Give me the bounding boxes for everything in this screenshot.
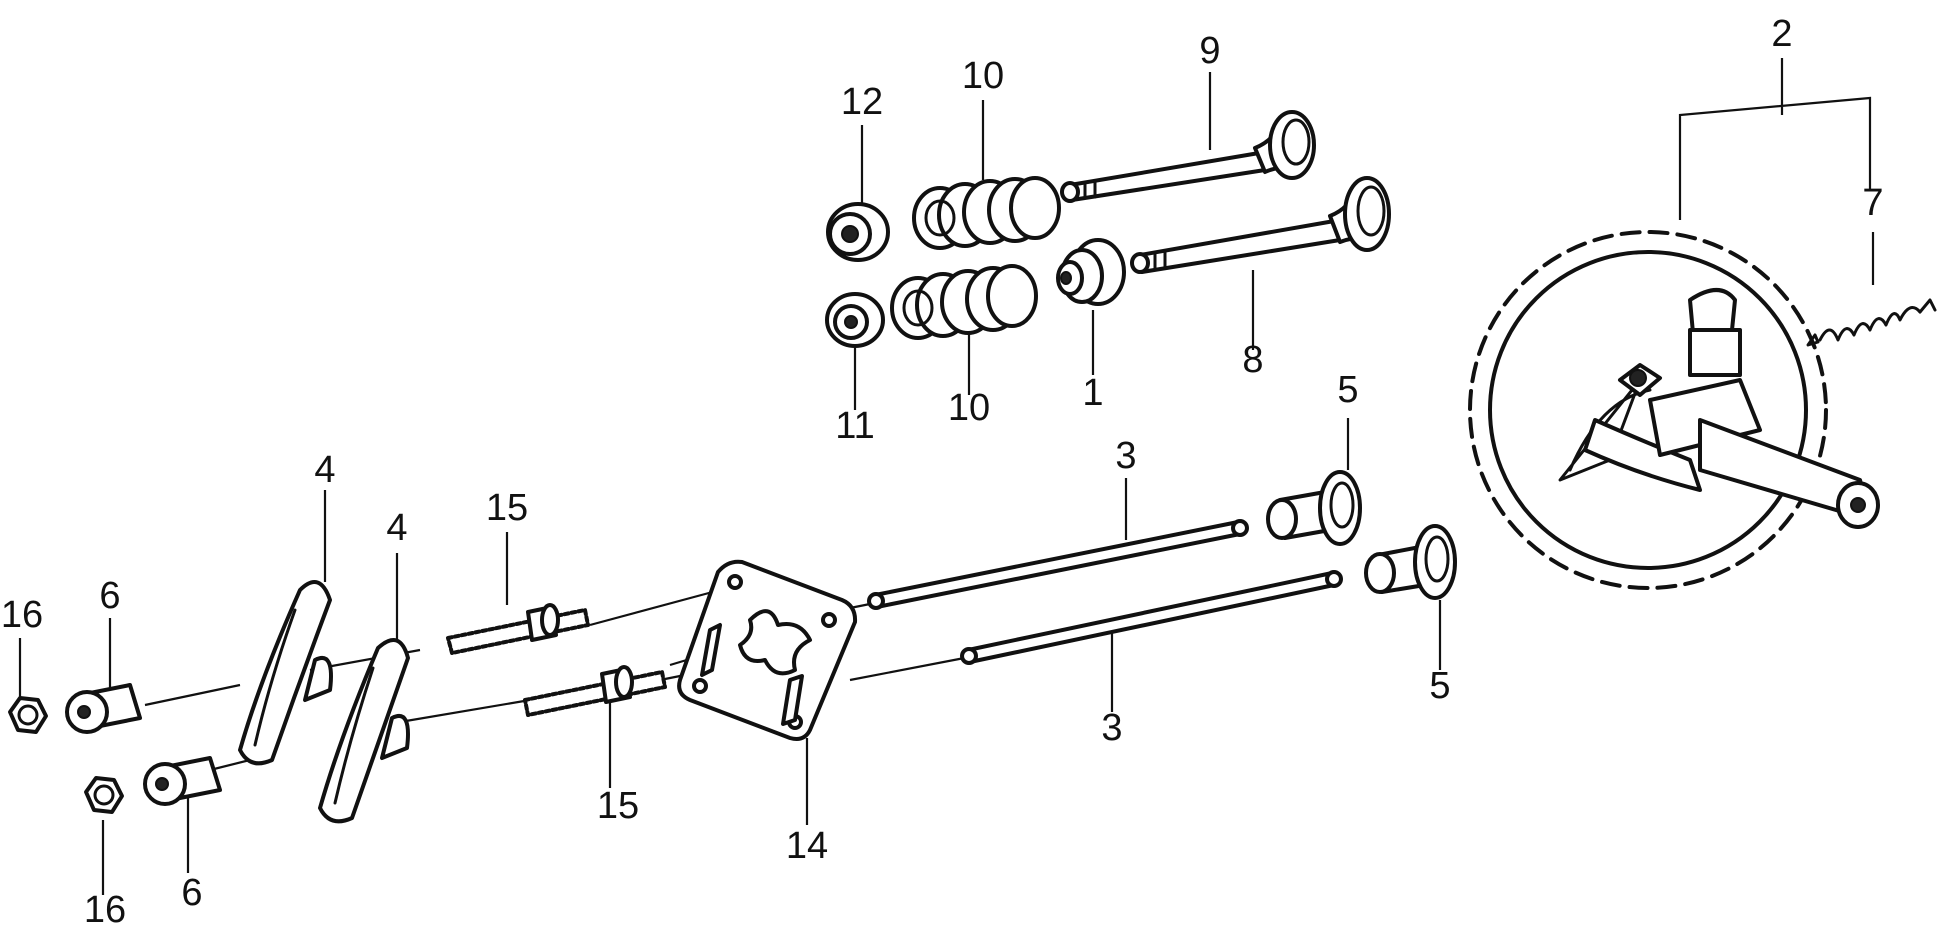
tappet-5-bottom	[1364, 524, 1457, 600]
rocker-arm-4-right	[318, 638, 410, 824]
push-rod-3-bottom	[960, 570, 1343, 665]
decompression-spring-7	[1806, 298, 1937, 347]
callout-labels: 2 7 9 10 12 10 11 1 8 5 5 3 3 4 4 15 15 …	[1, 13, 1884, 930]
callout-15-top: 15	[486, 487, 528, 529]
callout-5-bottom: 5	[1429, 665, 1450, 707]
valve-seat-1	[1056, 238, 1126, 306]
callout-6-bottom: 6	[181, 872, 202, 914]
valve-spring-10-top	[912, 176, 1061, 250]
callout-16-bottom: 16	[84, 889, 126, 930]
valve-spring-retainer-11	[825, 292, 885, 348]
leader-lines	[18, 58, 1875, 895]
callout-8: 8	[1242, 339, 1263, 381]
rocker-stud-15-top	[446, 603, 590, 655]
callout-3-top: 3	[1115, 435, 1136, 477]
valve-group	[825, 110, 1391, 348]
callout-10-top: 10	[962, 55, 1004, 97]
intake-valve-9	[1060, 110, 1316, 203]
callout-12: 12	[841, 81, 883, 123]
callout-7: 7	[1862, 182, 1883, 224]
callout-9: 9	[1199, 30, 1220, 72]
adjusting-nut-6-top	[65, 683, 142, 734]
rocker-arm-4-left	[238, 580, 333, 766]
tappet-5-top	[1266, 470, 1362, 546]
callout-2: 2	[1771, 13, 1792, 55]
callout-5-top: 5	[1337, 369, 1358, 411]
valve-cap-12	[826, 202, 890, 262]
callout-6-top: 6	[99, 575, 120, 617]
adjusting-nut-6-bottom	[143, 756, 222, 806]
exhaust-valve-8	[1130, 176, 1391, 274]
callout-15-bottom: 15	[597, 785, 639, 827]
callout-4-left: 4	[314, 449, 335, 491]
guide-plate-14	[677, 559, 858, 741]
rocker-stud-15-bottom	[523, 665, 667, 717]
callout-1: 1	[1082, 372, 1103, 414]
callout-16-top: 16	[1, 594, 43, 636]
callout-14: 14	[786, 825, 828, 867]
lock-nut-16-bottom	[84, 776, 124, 814]
callout-10-bottom: 10	[948, 387, 990, 429]
push-rod-3-top	[867, 519, 1249, 610]
callout-3-bottom: 3	[1101, 707, 1122, 749]
lock-nut-16-top	[8, 696, 48, 734]
valve-spring-10-bottom	[890, 264, 1038, 340]
callout-11: 11	[835, 405, 874, 447]
callout-4-right: 4	[386, 507, 407, 549]
camshaft-gear-2	[1468, 230, 1880, 590]
